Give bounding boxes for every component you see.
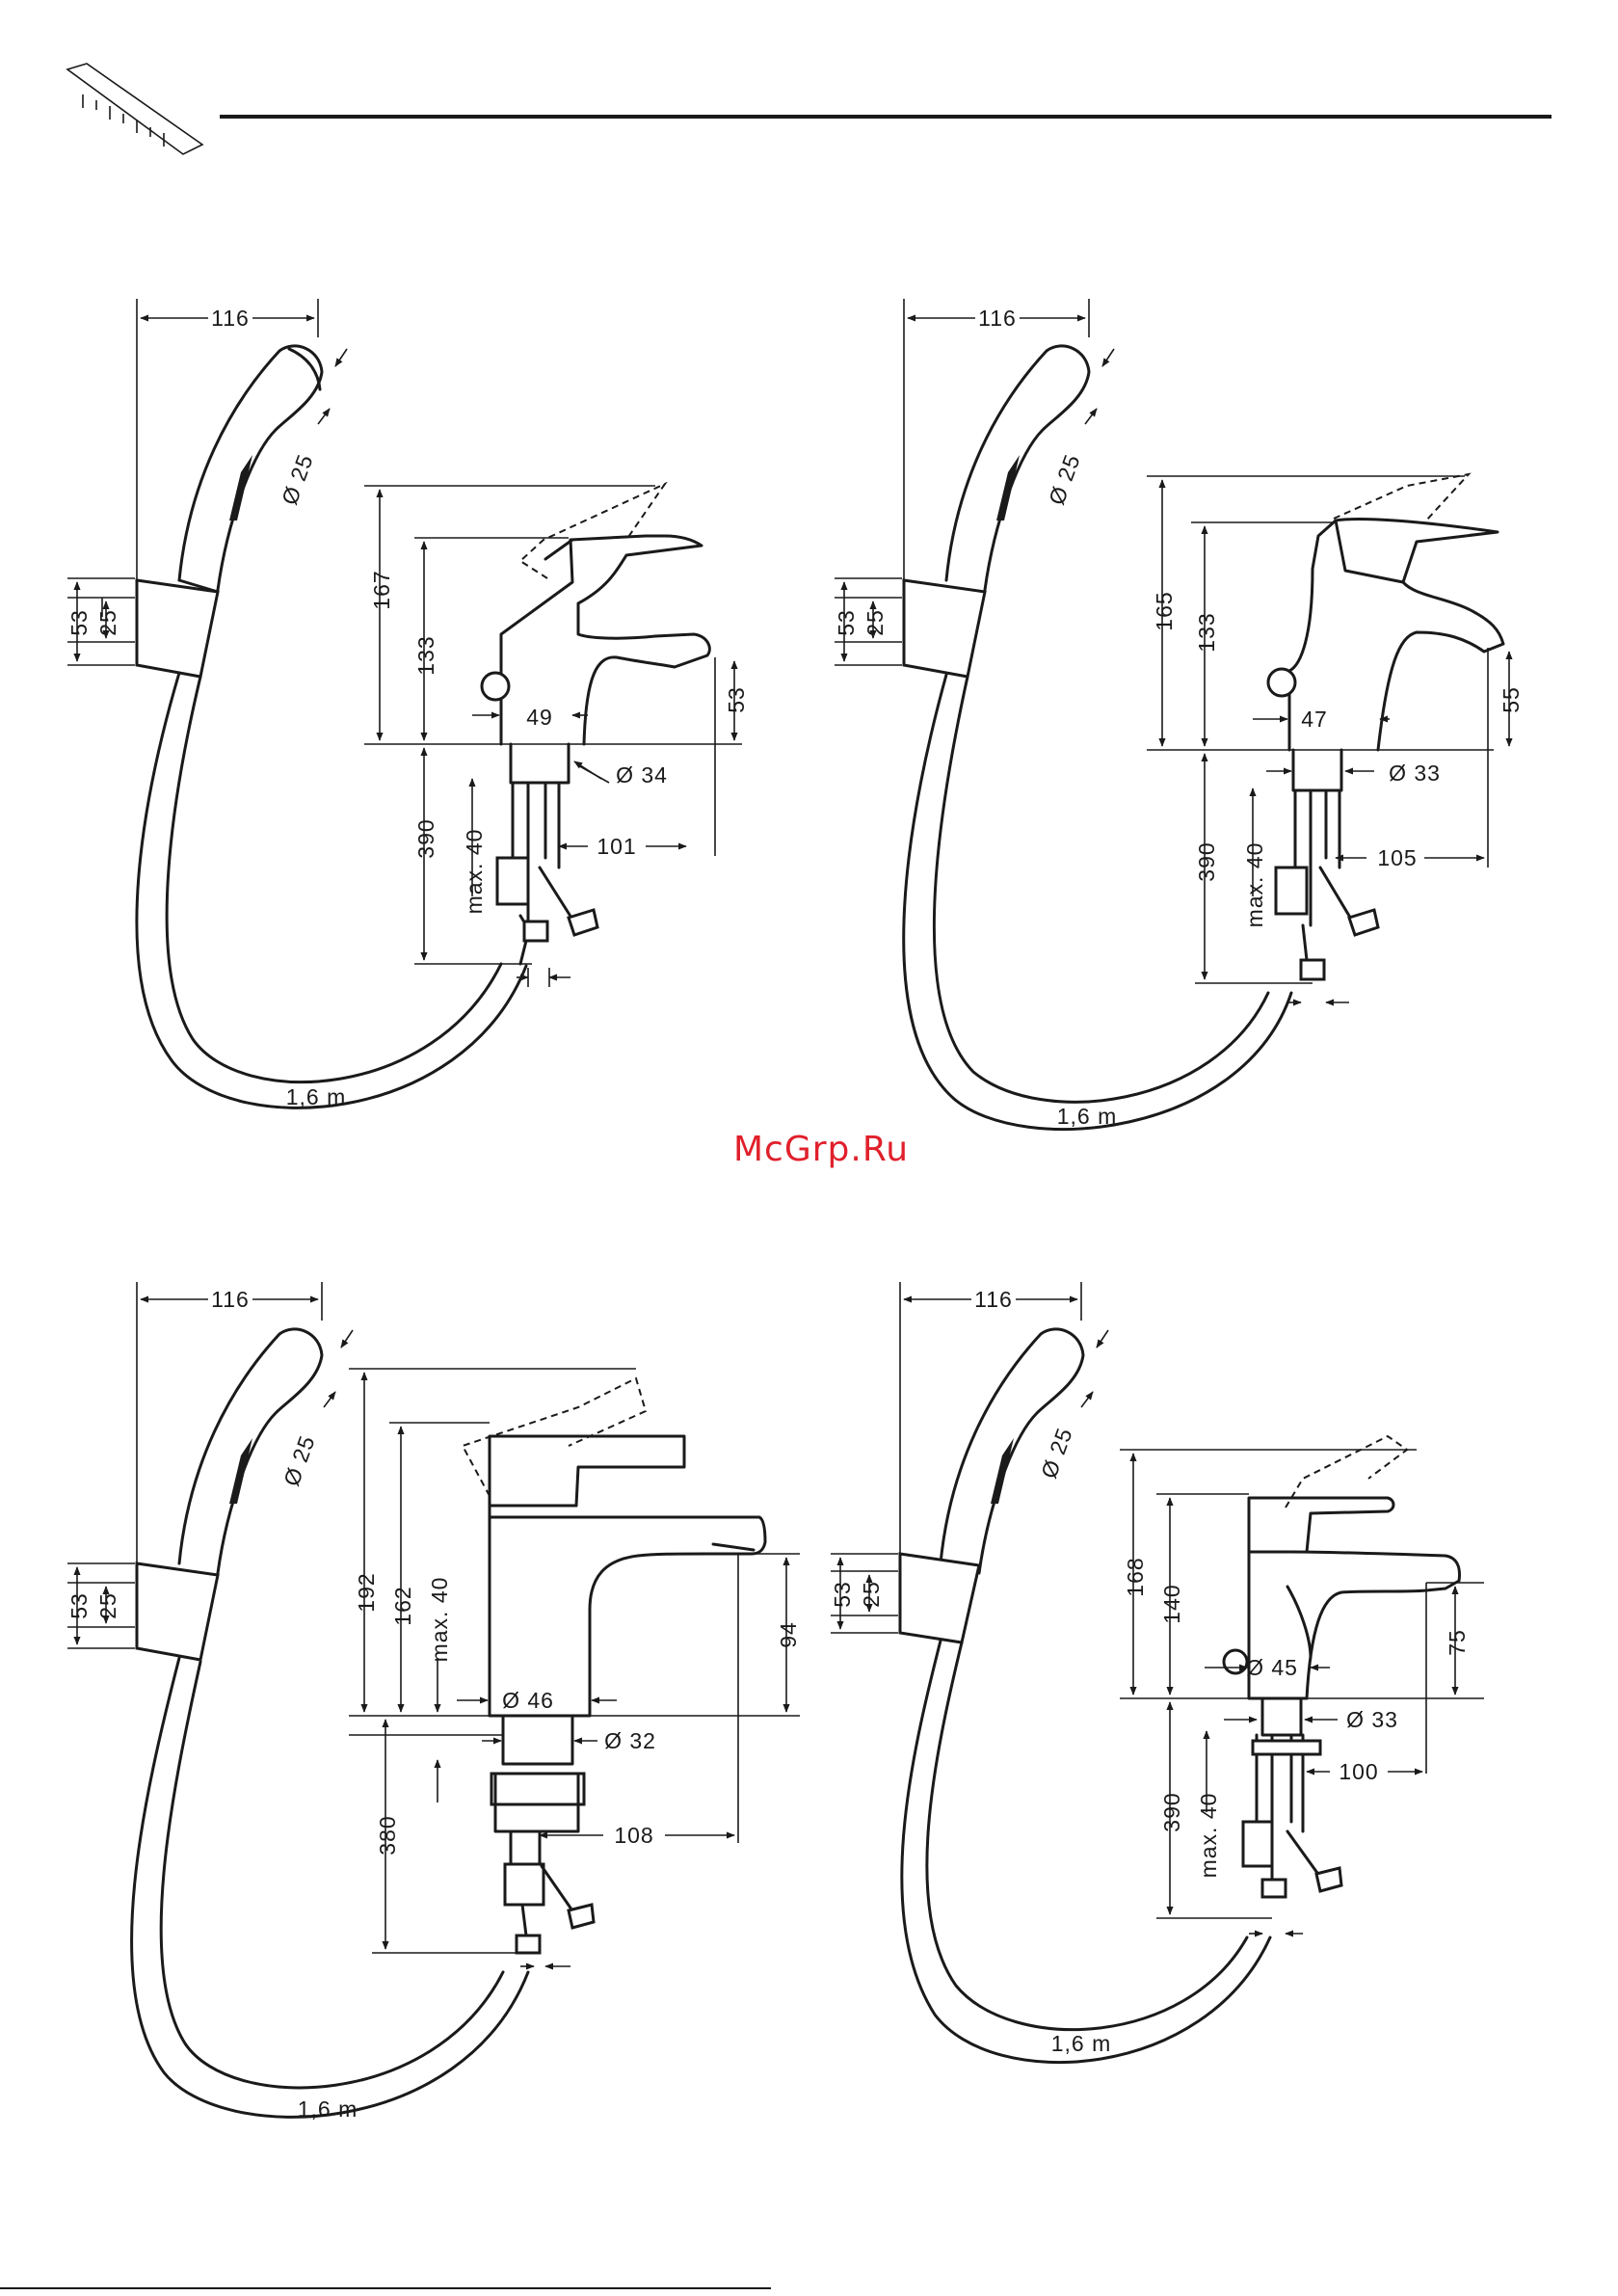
dim-reach: 100 <box>1339 1759 1378 1784</box>
dim-body-height: 133 <box>1194 612 1219 652</box>
dim-hand-diameter: Ø 25 <box>279 1432 320 1490</box>
dim-body-height: 133 <box>413 635 438 675</box>
dim-hand-width: 116 <box>978 306 1017 331</box>
dim-max: max. 40 <box>1196 1793 1221 1879</box>
dimension-labels: 116 Ø 25 53 25 168 140 Ø 45 75 Ø 33 100 … <box>830 1287 1470 2056</box>
tap-underside <box>491 1716 594 1953</box>
ruler-icon <box>67 64 202 154</box>
dim-holder-height: 53 <box>66 1592 92 1619</box>
dim-hole-diameter: Ø 32 <box>604 1728 656 1753</box>
dim-base-width: Ø 45 <box>1246 1655 1298 1680</box>
tap-underside <box>1243 1698 1341 1897</box>
tap-underside <box>497 744 597 964</box>
diagram-panel-3: 116 Ø 25 53 25 192 162 max. 40 Ø 46 94 Ø… <box>66 1282 801 2122</box>
diagram-panel-2: 116 Ø 25 53 25 165 133 47 55 Ø 33 390 ma… <box>834 299 1524 1129</box>
dim-spout-height: 94 <box>776 1621 801 1648</box>
dim-holder-inner: 25 <box>862 609 888 636</box>
dim-max: max. 40 <box>427 1577 452 1663</box>
dim-hole-diameter: Ø 33 <box>1346 1707 1398 1732</box>
dim-holder-height: 53 <box>830 1581 855 1608</box>
dim-spout-height: 53 <box>724 686 749 713</box>
dim-max: max. 40 <box>462 829 487 915</box>
dim-max: max. 40 <box>1242 842 1267 928</box>
dim-holder-inner: 25 <box>95 609 120 636</box>
tap-underside <box>1276 750 1378 979</box>
dim-hand-width: 116 <box>211 306 250 331</box>
dim-hand-diameter: Ø 25 <box>1036 1425 1077 1482</box>
dim-body-height: 162 <box>390 1586 415 1625</box>
dim-hole-diameter: Ø 33 <box>1389 761 1441 786</box>
dim-hose: 1,6 m <box>1057 1104 1118 1129</box>
dimension-labels: 116 Ø 25 53 25 165 133 47 55 Ø 33 390 ma… <box>834 306 1524 1129</box>
dim-holder-height: 53 <box>66 609 92 636</box>
watermark-text: McGrp.Ru <box>733 1130 909 1169</box>
dim-hand-width: 116 <box>211 1287 250 1312</box>
dim-body-height: 140 <box>1159 1584 1184 1623</box>
shower-hose <box>904 675 1291 1129</box>
mixer-tap <box>482 484 709 744</box>
shower-hose <box>132 1658 528 2117</box>
dim-total-height: 167 <box>369 570 394 609</box>
dim-total-height: 165 <box>1152 591 1177 630</box>
shower-holder <box>137 1563 218 1660</box>
dim-holder-inner: 25 <box>95 1592 120 1619</box>
dim-reach: 105 <box>1377 845 1417 870</box>
dim-holder-inner: 25 <box>859 1581 884 1608</box>
shower-holder <box>900 1554 979 1642</box>
dim-under-height: 390 <box>1194 841 1219 881</box>
diagram-panel-4: 116 Ø 25 53 25 168 140 Ø 45 75 Ø 33 100 … <box>830 1282 1484 2063</box>
dim-total-height: 192 <box>354 1572 379 1612</box>
dim-base-width: 47 <box>1301 707 1328 732</box>
dim-total-height: 168 <box>1123 1557 1148 1596</box>
shower-holder <box>904 580 985 677</box>
dim-hand-diameter: Ø 25 <box>1044 451 1085 509</box>
dim-spout-height: 75 <box>1445 1629 1470 1656</box>
dim-under-height: 390 <box>1159 1792 1184 1831</box>
dim-hand-diameter: Ø 25 <box>277 451 318 509</box>
dim-base-width: 49 <box>526 705 553 730</box>
diagram-panel-1: 116 Ø 25 53 25 167 133 49 53 390 Ø 34 ma… <box>66 299 749 1109</box>
dim-under-height: 380 <box>375 1815 400 1855</box>
mixer-tap <box>463 1378 765 1716</box>
dim-reach: 108 <box>614 1823 653 1848</box>
dim-holder-height: 53 <box>834 609 859 636</box>
dimension-labels: 116 Ø 25 53 25 192 162 max. 40 Ø 46 94 Ø… <box>66 1287 801 2122</box>
dim-reach: 101 <box>597 834 636 859</box>
shower-holder <box>137 580 218 677</box>
dim-hand-width: 116 <box>974 1287 1013 1312</box>
dim-spout-height: 55 <box>1499 686 1524 713</box>
dim-hole-diameter: Ø 34 <box>616 762 668 788</box>
dim-hose: 1,6 m <box>298 2096 358 2122</box>
dim-hose: 1,6 m <box>1051 2031 1112 2056</box>
dim-base-width: Ø 46 <box>502 1688 554 1713</box>
dim-under-height: 390 <box>413 818 438 858</box>
dim-hose: 1,6 m <box>286 1084 347 1109</box>
